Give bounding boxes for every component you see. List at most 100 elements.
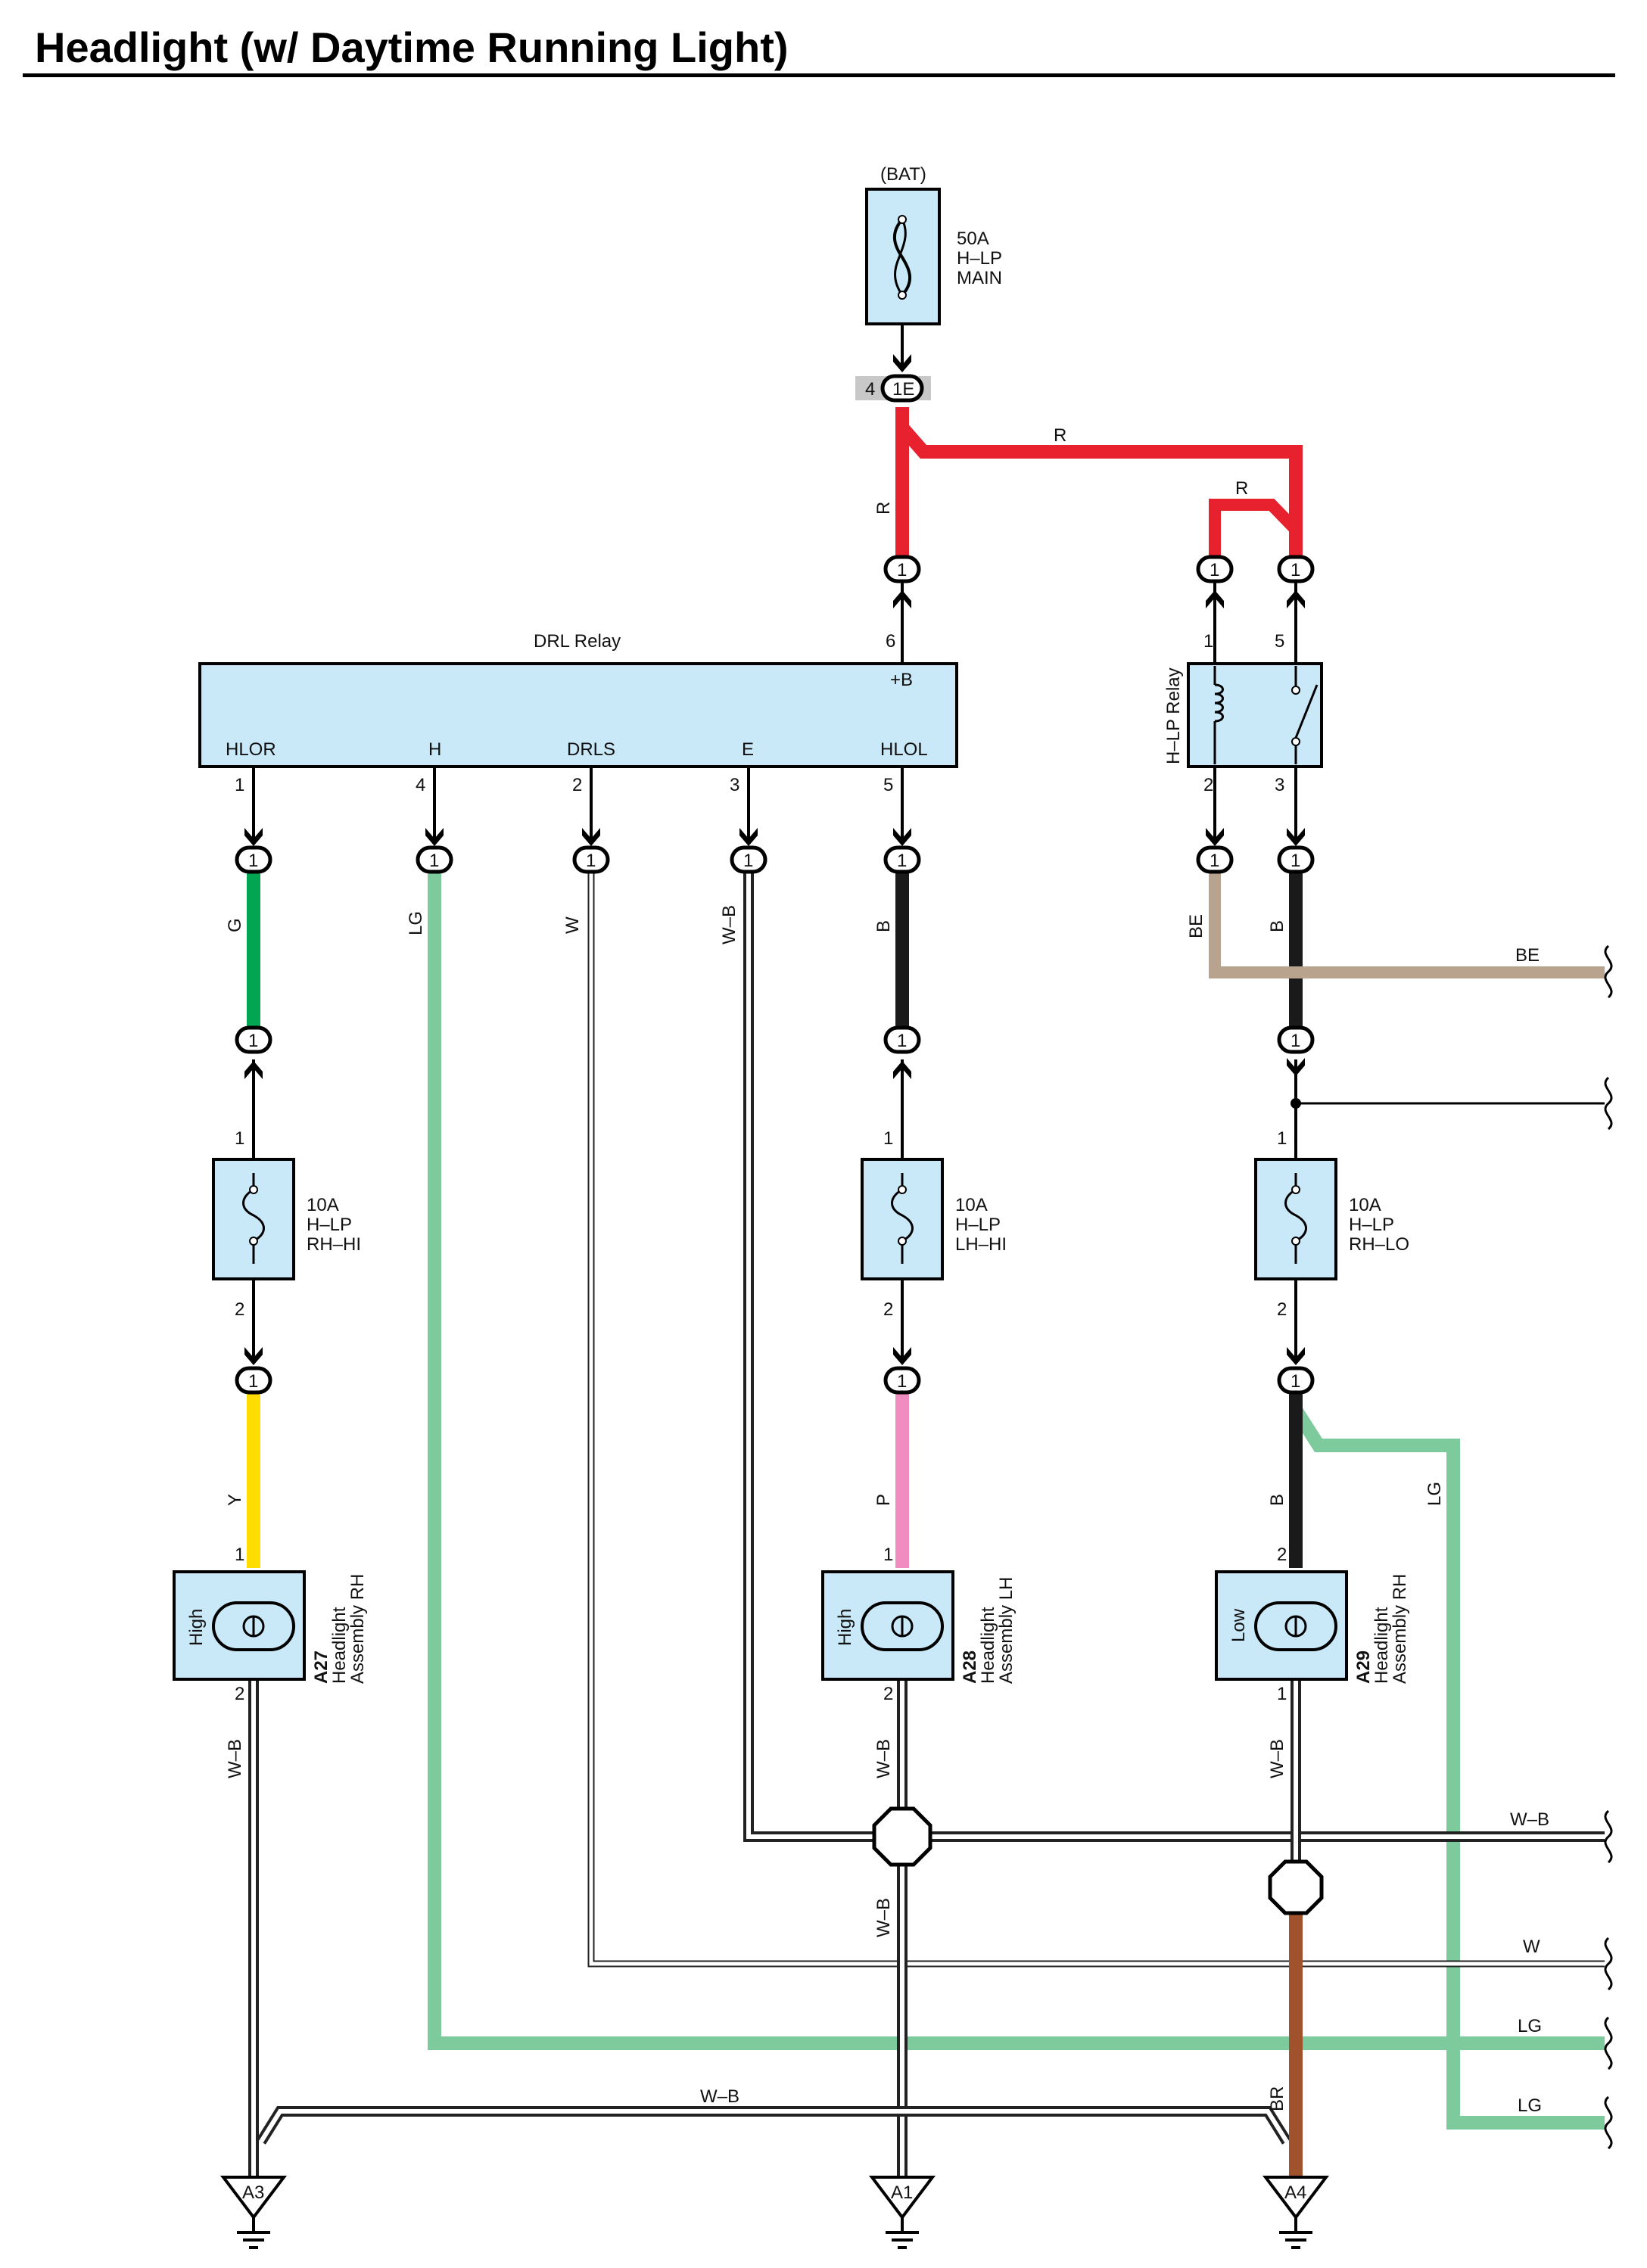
wire-be bbox=[1209, 872, 1605, 978]
headlight-a29 bbox=[1215, 1570, 1348, 1681]
wire-label-r-horizontal: R bbox=[1054, 425, 1066, 446]
a29-name-2: Assembly RH bbox=[1390, 1574, 1410, 1684]
junction-octagon bbox=[872, 1806, 932, 1867]
main-fuse bbox=[865, 188, 941, 325]
wire-label-r-main: R bbox=[873, 502, 894, 515]
drl-relay-plusb: +B bbox=[890, 670, 913, 690]
component-leads bbox=[252, 312, 1297, 1362]
bulb-icon bbox=[1254, 1601, 1337, 1651]
ground-a4-label: A4 bbox=[1284, 2182, 1306, 2203]
a28-name-1: Headlight bbox=[978, 1607, 998, 1684]
hlp-relay-coil-icon bbox=[1213, 666, 1224, 764]
hlp-relay-switch-icon bbox=[1291, 666, 1319, 764]
main-fuse-icon bbox=[892, 215, 912, 300]
connectors-row3 bbox=[235, 1025, 1315, 1079]
exit-label-wb: W–B bbox=[1510, 1809, 1549, 1830]
a28-pin-bottom: 2 bbox=[883, 1684, 893, 1704]
wire-label-g: G bbox=[225, 918, 245, 932]
a27-beam: High bbox=[186, 1609, 207, 1646]
a27-id: A27 bbox=[311, 1650, 332, 1684]
wire-label-lg: LG bbox=[406, 911, 426, 935]
fuse-lh-hi-name: LH–HI bbox=[955, 1234, 1007, 1255]
fuse-pin-in: 1 bbox=[235, 1128, 244, 1149]
conn-pin: 1 bbox=[248, 851, 258, 871]
a28-id: A28 bbox=[960, 1650, 980, 1684]
ground-a1 bbox=[868, 2176, 936, 2249]
drl-pin: 2 bbox=[572, 775, 582, 795]
fuse-rh-lo: 1 2 bbox=[1254, 1128, 1337, 1320]
fuse-lh-hi-label: H–LP bbox=[955, 1215, 1001, 1235]
title-underline bbox=[23, 73, 1615, 77]
ground-a4 bbox=[1262, 2176, 1330, 2249]
wire-label-b-low: B bbox=[1267, 1494, 1287, 1506]
drl-term-e: E bbox=[742, 739, 754, 760]
fuse-rh-hi-name: RH–HI bbox=[307, 1234, 361, 1255]
drl-term-drls: DRLS bbox=[567, 739, 615, 760]
wire-label-p: P bbox=[873, 1494, 894, 1506]
fuse-rh-lo-name: RH–LO bbox=[1349, 1234, 1409, 1255]
fuse-lh-hi: 1 2 bbox=[861, 1128, 944, 1320]
wire-label-w: W bbox=[562, 916, 583, 934]
a27-pin-bottom: 2 bbox=[235, 1684, 244, 1704]
bulb-icon bbox=[212, 1601, 295, 1651]
drl-pin: 3 bbox=[730, 775, 739, 795]
exit-breaks bbox=[1604, 944, 1613, 2150]
wire-label-br: BR bbox=[1267, 2086, 1287, 2111]
fuse-pin-out: 2 bbox=[883, 1299, 893, 1320]
conn-pin: 1 bbox=[743, 851, 753, 871]
connectors-row4 bbox=[235, 1347, 1315, 1395]
conn-pin: 1 bbox=[1210, 851, 1219, 871]
wire-label-lg-right: LG bbox=[1424, 1482, 1445, 1506]
fuse-rh-hi-rating: 10A bbox=[307, 1195, 339, 1215]
fuse-pin-out: 2 bbox=[235, 1299, 244, 1320]
wire-label-wb-bottom: W–B bbox=[700, 2086, 739, 2107]
wire-label-y: Y bbox=[225, 1494, 245, 1506]
ground-a1-label: A1 bbox=[891, 2182, 913, 2203]
main-fuse-rating: 50A bbox=[957, 229, 989, 249]
conn-pin: 1 bbox=[897, 1371, 907, 1392]
drl-relay-pin-plusb: 6 bbox=[886, 631, 895, 652]
conn-pin: 1 bbox=[1291, 1371, 1300, 1392]
fuse-lh-hi-rating: 10A bbox=[955, 1195, 988, 1215]
hlp-relay-name: H–LP Relay bbox=[1163, 667, 1184, 764]
wire-label-wb-a28: W–B bbox=[873, 1739, 894, 1778]
fuse-rh-hi-label: H–LP bbox=[307, 1215, 352, 1235]
exit-label-be: BE bbox=[1515, 945, 1540, 966]
junction-octagon bbox=[1268, 1859, 1324, 1915]
wire-label-b: B bbox=[873, 920, 894, 932]
wire-label-r-relay: R bbox=[1235, 478, 1248, 499]
hlp-pin-2: 2 bbox=[1203, 775, 1213, 795]
fuse-pin-in: 1 bbox=[883, 1128, 893, 1149]
wire-b bbox=[895, 872, 1303, 1568]
main-fuse-label-1: H–LP bbox=[957, 248, 1002, 269]
drl-term-hlol: HLOL bbox=[880, 739, 928, 760]
connector-1e-id: 1E bbox=[892, 379, 914, 400]
exit-label-w: W bbox=[1523, 1937, 1540, 1957]
a28-beam: High bbox=[835, 1609, 855, 1646]
main-fuse-label-2: MAIN bbox=[957, 268, 1002, 288]
hlp-pin-3: 3 bbox=[1275, 775, 1284, 795]
hlp-pin-1: 1 bbox=[1203, 631, 1213, 652]
conn-pin: 1 bbox=[1210, 560, 1219, 580]
exit-label-lg: LG bbox=[1518, 2095, 1542, 2116]
conn-pin: 1 bbox=[897, 1031, 907, 1051]
bat-label: (BAT) bbox=[880, 164, 926, 185]
wire-label-wb: W–B bbox=[719, 905, 739, 944]
connector-1e bbox=[880, 374, 924, 403]
wire-lg bbox=[428, 872, 1605, 2050]
exit-label-lg: LG bbox=[1518, 2016, 1542, 2036]
conn-pin: 1 bbox=[429, 851, 439, 871]
fuse-pin-in: 1 bbox=[1277, 1128, 1287, 1149]
conn-pin: 1 bbox=[897, 560, 907, 580]
conn-pin: 1 bbox=[897, 851, 907, 871]
drl-pin: 5 bbox=[883, 775, 893, 795]
connectors-top bbox=[883, 555, 1315, 583]
conn-pin: 1 bbox=[586, 851, 596, 871]
wire-label-wb-a29: W–B bbox=[1267, 1739, 1287, 1778]
wire-label-wb-a1: W–B bbox=[873, 1898, 894, 1937]
ground-a3-label: A3 bbox=[242, 2182, 264, 2203]
drl-relay bbox=[198, 662, 958, 768]
a28-pin-top: 1 bbox=[883, 1545, 893, 1565]
drl-term-hlor: HLOR bbox=[226, 739, 276, 760]
